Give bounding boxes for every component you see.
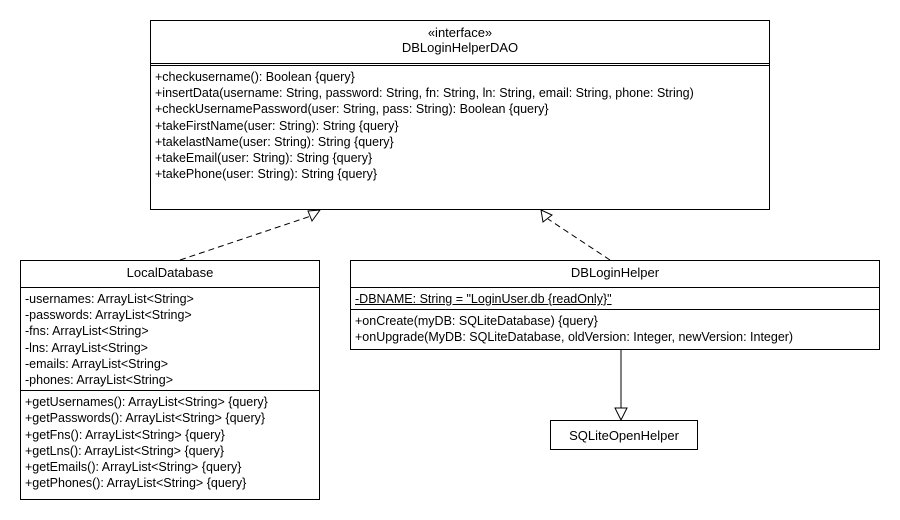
operation: +onUpgrade(MyDB: SQLiteDatabase, oldVers… xyxy=(355,330,794,345)
operation: +getLns(): ArrayList<String> {query} xyxy=(25,443,225,458)
realization-line-local-database xyxy=(179,215,312,261)
operation: +checkUsernamePassword(user: String, pas… xyxy=(155,102,549,117)
class-sqlite-open-helper[interactable]: SQLiteOpenHelper xyxy=(550,420,698,450)
static-attribute: -DBNAME: String = "LoginUser.db {readOnl… xyxy=(355,292,612,306)
operation: +getUsernames(): ArrayList<String> {quer… xyxy=(25,395,268,410)
operation: +takeEmail(user: String): String {query} xyxy=(155,151,373,166)
class-header: DBLoginHelper xyxy=(351,261,879,287)
operation: +getFns(): ArrayList<String> {query} xyxy=(25,427,225,442)
class-name: SQLiteOpenHelper xyxy=(569,428,679,443)
attribute: -fns: ArrayList<String> xyxy=(25,324,149,339)
operation: +getEmails(): ArrayList<String> {query} xyxy=(25,460,242,475)
operations-compartment: +checkusername(): Boolean {query} +inser… xyxy=(151,66,769,184)
realization-arrowhead-local-database xyxy=(307,209,322,223)
realization-line-db-login-helper xyxy=(547,218,611,261)
attribute: -lns: ArrayList<String> xyxy=(25,340,148,355)
attribute: -emails: ArrayList<String> xyxy=(25,356,169,371)
attribute: -usernames: ArrayList<String> xyxy=(25,292,194,306)
class-name: DBLoginHelper xyxy=(570,265,660,280)
operation: +takeFirstName(user: String): String {qu… xyxy=(155,118,399,133)
operation: +takelastName(user: String): String {que… xyxy=(155,134,394,149)
separator xyxy=(351,287,879,288)
operation: +onCreate(myDB: SQLiteDatabase) {query} xyxy=(355,314,598,329)
attributes-compartment: -DBNAME: String = "LoginUser.db {readOnl… xyxy=(351,288,879,309)
class-name: LocalDatabase xyxy=(126,265,214,280)
class-header: «interface» DBLoginHelperDAO xyxy=(151,21,769,63)
generalization-arrowhead xyxy=(614,407,628,422)
operations-compartment: +getUsernames(): ArrayList<String> {quer… xyxy=(21,391,319,493)
class-name: DBLoginHelperDAO xyxy=(401,40,519,55)
attribute: -phones: ArrayList<String> xyxy=(25,373,173,388)
attributes-compartment: -usernames: ArrayList<String> -passwords… xyxy=(21,288,319,390)
class-db-login-helper[interactable]: DBLoginHelper -DBNAME: String = "LoginUs… xyxy=(350,260,880,350)
operations-compartment: +onCreate(myDB: SQLiteDatabase) {query} … xyxy=(351,310,879,347)
operation: +getPasswords(): ArrayList<String> {quer… xyxy=(25,411,266,426)
class-header: SQLiteOpenHelper xyxy=(551,421,697,443)
class-local-database[interactable]: LocalDatabase -usernames: ArrayList<Stri… xyxy=(20,260,320,500)
class-dblogin-helper-dao[interactable]: «interface» DBLoginHelperDAO +checkusern… xyxy=(150,20,770,210)
operation: +takePhone(user: String): String {query} xyxy=(155,167,378,182)
separator xyxy=(351,309,879,311)
realization-arrowhead-db-login-helper xyxy=(540,209,553,223)
stereotype-label: «interface» xyxy=(427,25,493,40)
separator xyxy=(21,390,319,392)
operation: +getPhones(): ArrayList<String> {query} xyxy=(25,476,247,491)
class-header: LocalDatabase xyxy=(21,261,319,287)
separator xyxy=(21,287,319,288)
attribute: -passwords: ArrayList<String> xyxy=(25,308,192,323)
attributes-separator xyxy=(151,63,769,66)
operation: +checkusername(): Boolean {query} xyxy=(155,70,355,84)
operation: +insertData(username: String, password: … xyxy=(155,86,694,101)
